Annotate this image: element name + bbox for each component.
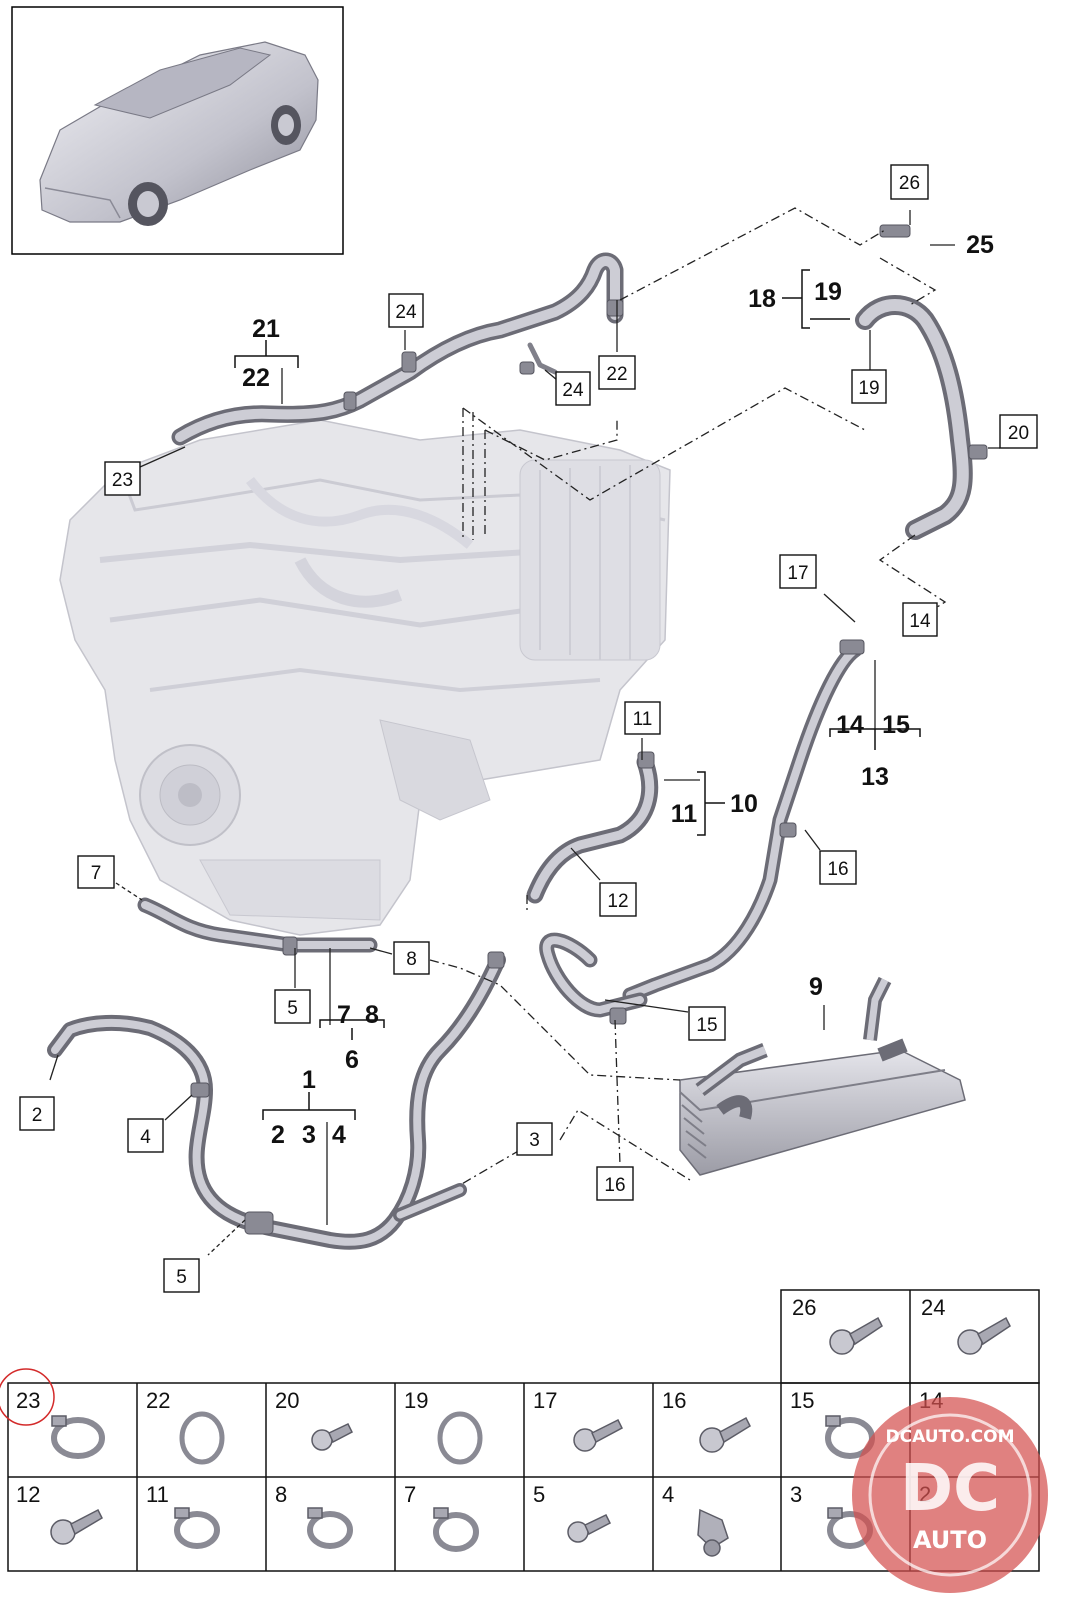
table-cell-label: 4: [662, 1482, 674, 1507]
label-11: 11: [671, 800, 698, 828]
callout-16-lower: 16: [604, 1175, 625, 1196]
callout-3-box: 3: [529, 1130, 540, 1151]
label-7: 7: [337, 1001, 351, 1029]
label-3: 3: [302, 1121, 316, 1149]
label-10: 10: [730, 790, 758, 818]
label-9: 9: [809, 973, 823, 1001]
bolt-icon: [573, 1418, 623, 1452]
bracket-clip-icon: [697, 1508, 729, 1557]
callout-7-box: 7: [91, 863, 102, 884]
gasket-ring-icon: [437, 1411, 483, 1465]
oil-cooler: [679, 976, 966, 1176]
table-cell-label: 11: [146, 1482, 169, 1507]
bolt-icon: [50, 1508, 103, 1545]
table-cell-label: 15: [790, 1388, 814, 1413]
watermark-logo: DCAUTO.COM DC AUTO: [852, 1397, 1048, 1593]
label-6: 6: [345, 1046, 359, 1074]
bracket-groups: [234, 269, 921, 1120]
callout-23: 23: [112, 470, 133, 491]
table-cell-label: 20: [275, 1388, 299, 1413]
watermark-brand: DCAUTO.COM: [885, 1427, 1014, 1447]
hose-clamp-icon: [307, 1507, 353, 1549]
callout-16-upper: 16: [827, 859, 848, 880]
callout-boxes: [19, 164, 1038, 1293]
callout-12: 12: [607, 891, 628, 912]
right-return-hose: [855, 295, 973, 540]
bolt-icon: [829, 1316, 883, 1355]
table-cell-label: 24: [921, 1295, 945, 1320]
bolt-icon: [567, 1514, 611, 1543]
label-14: 14: [836, 711, 864, 739]
gasket-ring-icon: [179, 1411, 225, 1465]
label-13: 13: [861, 763, 889, 791]
engine-block: [59, 419, 671, 936]
table-cell-label: 19: [404, 1388, 428, 1413]
label-25: 25: [966, 231, 994, 259]
callout-15-box: 15: [696, 1015, 717, 1036]
label-4: 4: [332, 1121, 346, 1149]
label-22: 22: [242, 364, 270, 392]
hose-clamp-icon: [433, 1507, 479, 1552]
callout-11-box: 11: [633, 709, 653, 730]
watermark-letters: DC: [900, 1452, 1000, 1526]
callout-2-box: 2: [32, 1105, 43, 1126]
table-cell-label: 17: [533, 1388, 557, 1413]
callout-5-lower: 5: [176, 1267, 187, 1288]
highlight-circle: [0, 1368, 55, 1426]
label-21: 21: [252, 315, 280, 343]
table-cell-label: 16: [662, 1388, 686, 1413]
bolt-icon: [957, 1316, 1011, 1355]
callout-24-upper: 24: [395, 302, 417, 323]
table-cell-label: 23: [16, 1388, 40, 1413]
label-19: 19: [814, 278, 842, 306]
table-cell-label: 8: [275, 1482, 287, 1507]
callout-14-box: 14: [909, 611, 931, 632]
callout-4-box: 4: [140, 1127, 151, 1148]
hose-clamp-icon: [51, 1415, 105, 1459]
hose-clamp-icon: [174, 1507, 220, 1549]
table-cell-label: 5: [533, 1482, 545, 1507]
table-cell-label: 22: [146, 1388, 170, 1413]
callout-5-upper: 5: [287, 998, 298, 1019]
callout-26: 26: [899, 173, 920, 194]
label-1: 1: [302, 1066, 316, 1094]
label-15: 15: [882, 711, 910, 739]
callout-17: 17: [787, 563, 808, 584]
callout-20: 20: [1008, 423, 1029, 444]
label-2: 2: [271, 1121, 285, 1149]
table-cell-label: 3: [790, 1482, 802, 1507]
bolt-icon: [699, 1416, 751, 1453]
table-cell-label: 7: [404, 1482, 416, 1507]
table-cell-label: 12: [16, 1482, 40, 1507]
callout-22-box: 22: [606, 364, 627, 385]
callout-8-box: 8: [406, 949, 417, 970]
label-18: 18: [748, 285, 776, 313]
table-cell-label: 26: [792, 1295, 816, 1320]
hose-assembly: [47, 252, 973, 1250]
clamps: [190, 224, 988, 1235]
watermark-word: AUTO: [913, 1526, 987, 1554]
callout-19-box: 19: [858, 378, 879, 399]
label-8: 8: [365, 1001, 379, 1029]
bolt-icon: [311, 1423, 353, 1451]
callout-24-lower: 24: [562, 380, 584, 401]
vehicle-thumbnail: [11, 6, 344, 255]
